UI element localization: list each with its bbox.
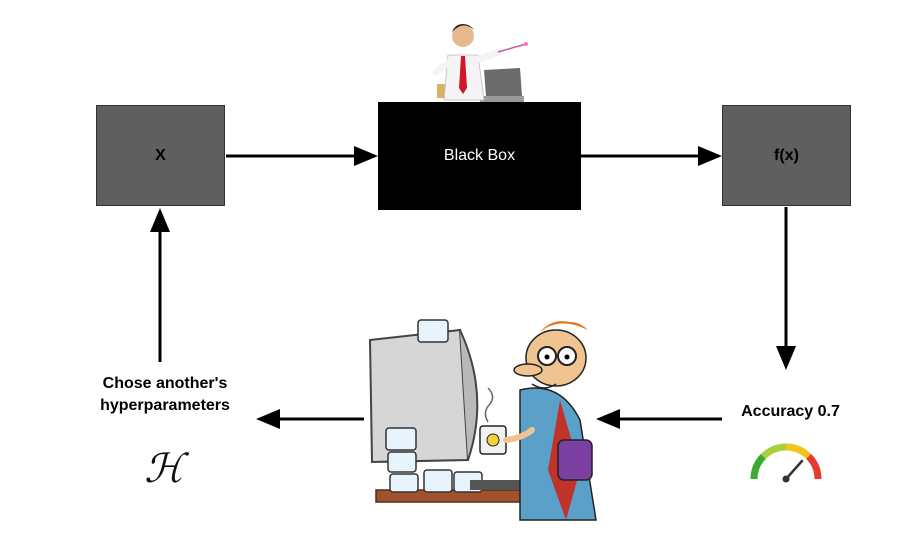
hypothesis-space-symbol: ℋ [144, 446, 184, 492]
black-box: Black Box [378, 102, 581, 210]
presenter-with-wand-illustration [432, 24, 528, 102]
arrow-x-to-blackbox [226, 146, 378, 166]
arrow-hyperparameters-to-x [150, 208, 170, 362]
black-box-label: Black Box [443, 147, 516, 164]
arrow-blackbox-to-fx [581, 146, 722, 166]
input-x-box: X [96, 105, 225, 206]
accuracy-label: Accuracy 0.7 [741, 403, 840, 420]
arrow-accuracy-to-engineer [596, 409, 722, 429]
output-fx-label: f(x) [774, 146, 799, 164]
hyperparameters-label: Chose another's hyperparameters [100, 375, 230, 414]
arrow-fx-to-accuracy [776, 207, 796, 370]
input-x-label: X [155, 146, 166, 164]
stressed-engineer-with-coffee-cartoon [368, 319, 597, 521]
output-fx-box: f(x) [722, 105, 851, 206]
arrow-engineer-to-hyperparameters [256, 409, 364, 429]
speedometer-gauge-icon [750, 443, 822, 483]
